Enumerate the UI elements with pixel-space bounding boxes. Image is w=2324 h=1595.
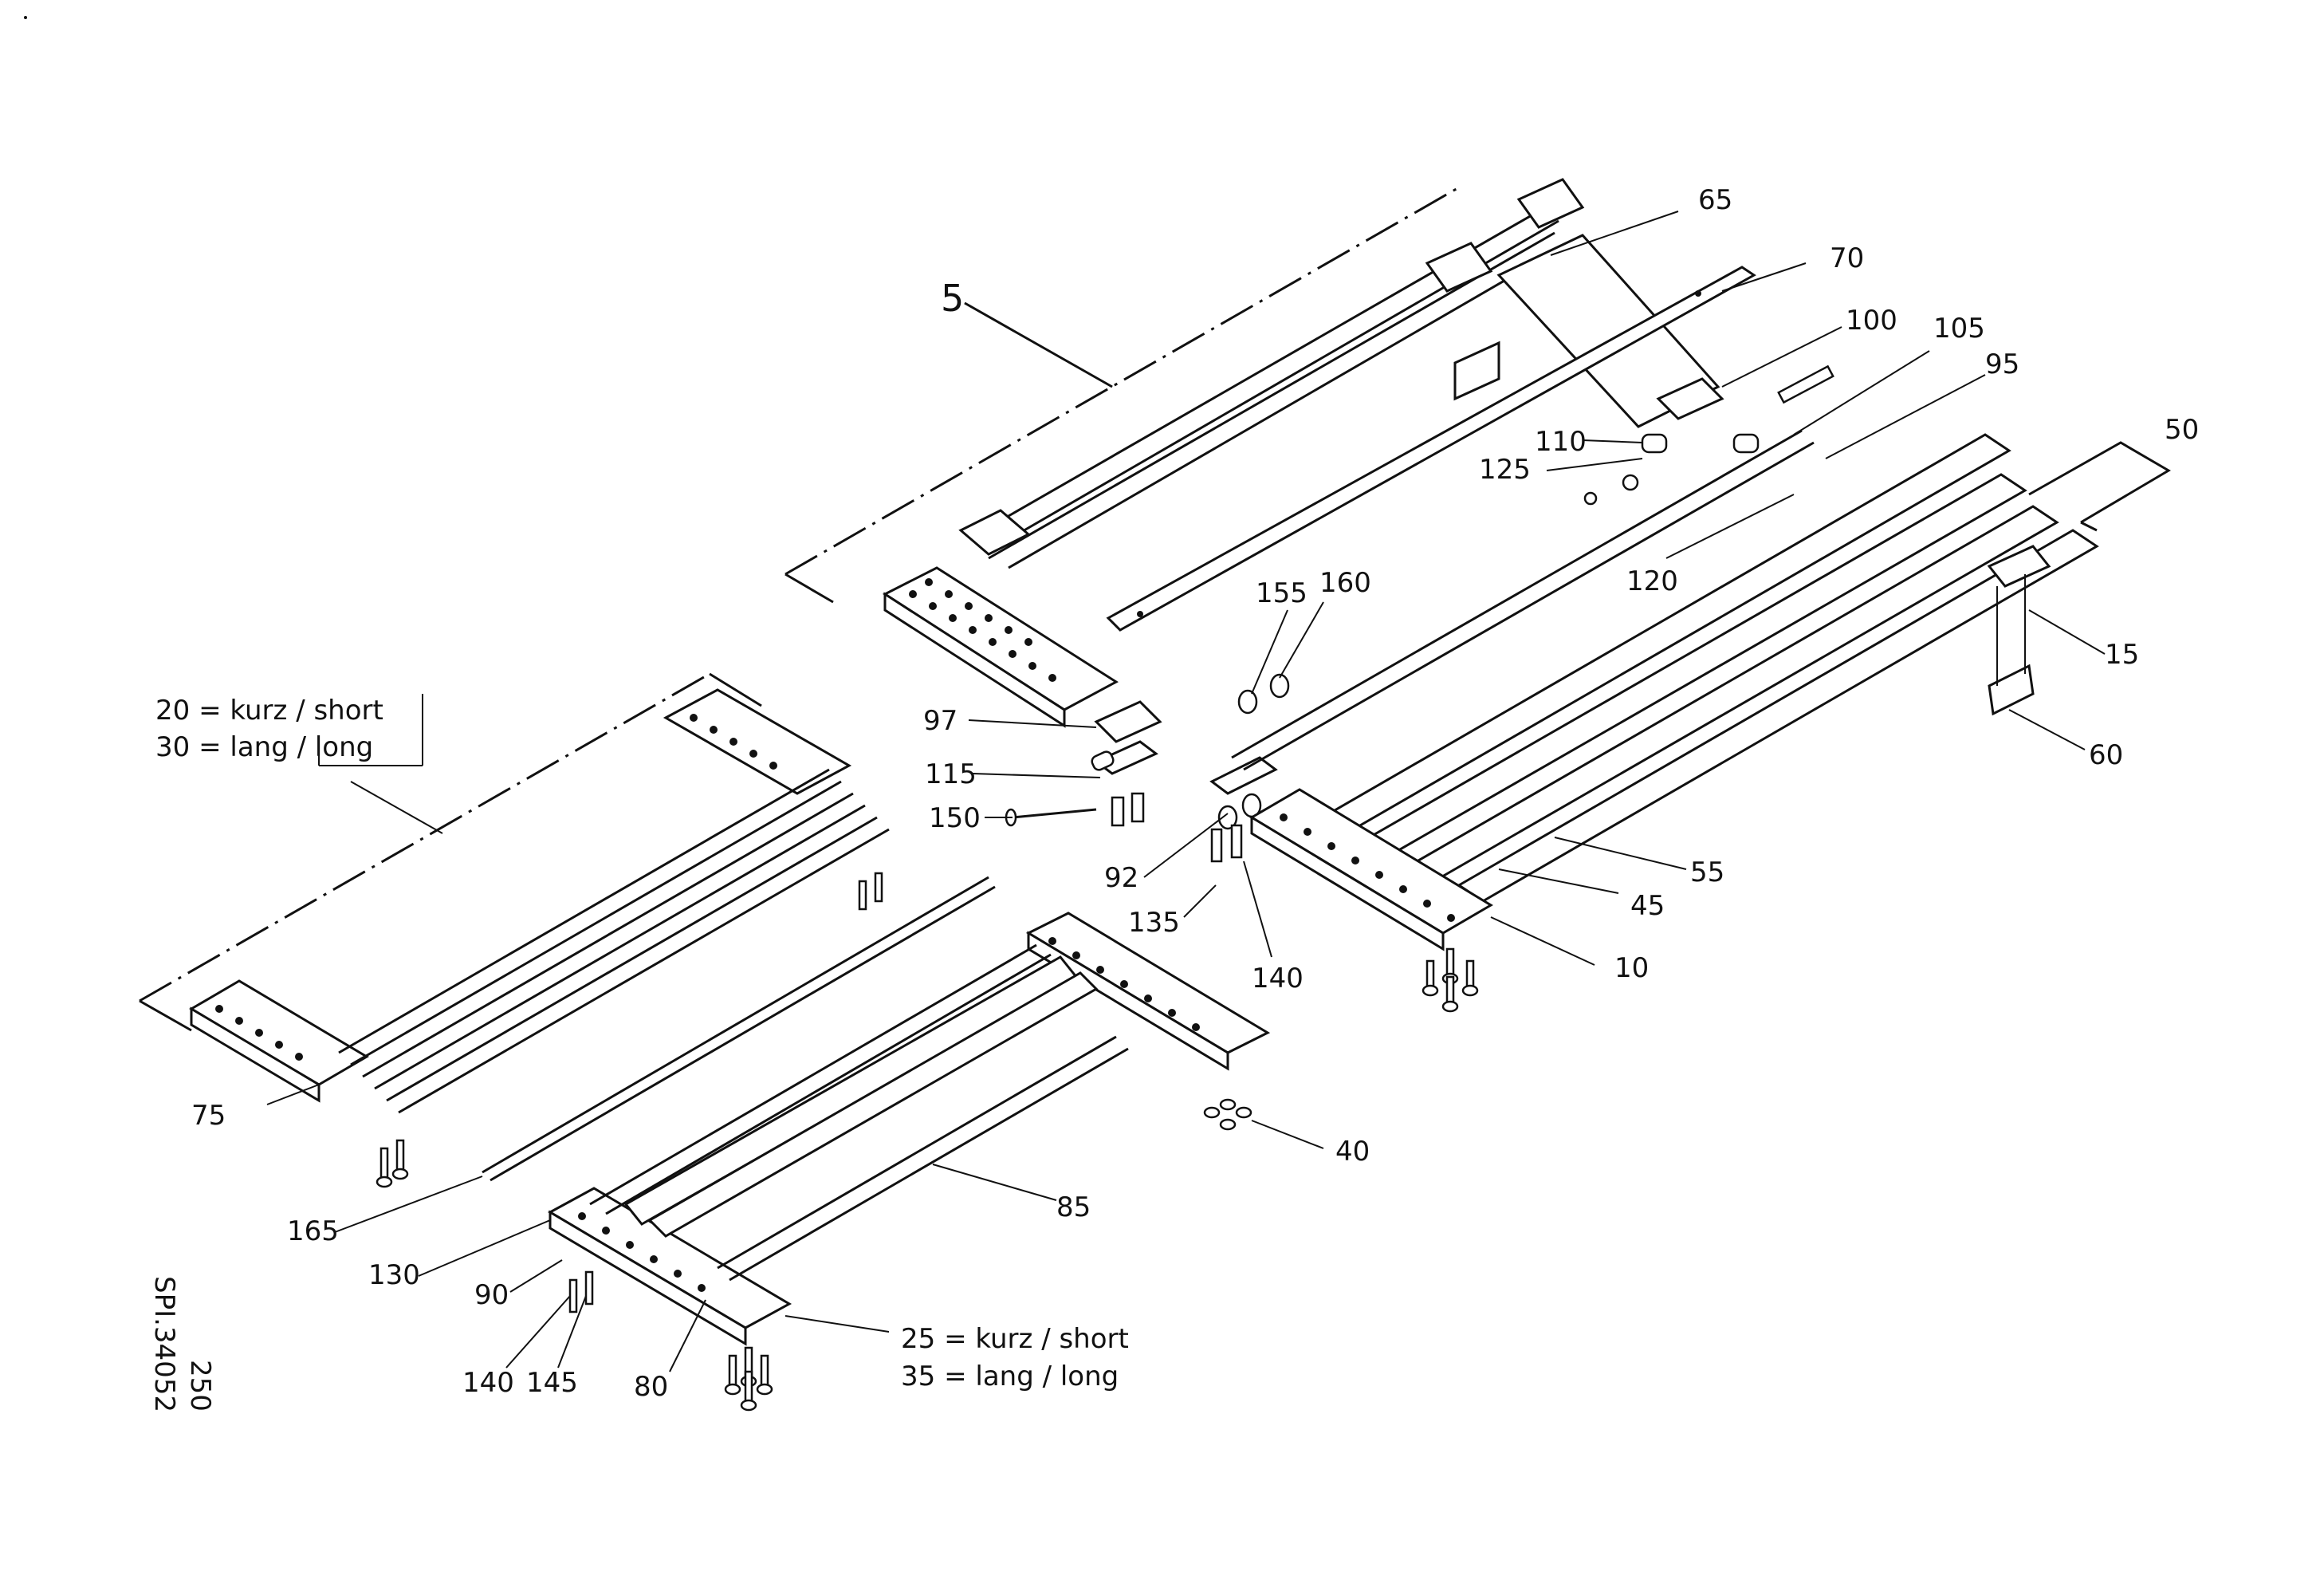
callout-140-left: 140 bbox=[462, 1367, 514, 1399]
legend-left: 20 = kurz / short 30 = lang / long bbox=[155, 695, 383, 763]
callout-160: 160 bbox=[1319, 567, 1371, 599]
callout-60: 60 bbox=[2089, 739, 2123, 771]
legend-bottom: 25 = kurz / short 35 = lang / long bbox=[901, 1323, 1129, 1392]
callout-165: 165 bbox=[287, 1215, 339, 1247]
upper-rail-assembly bbox=[882, 178, 1756, 728]
legend-bottom-line1: 25 = kurz / short bbox=[901, 1323, 1129, 1355]
callout-40: 40 bbox=[1335, 1136, 1370, 1168]
leader-lines bbox=[266, 211, 2106, 1372]
callout-92: 92 bbox=[1104, 862, 1138, 894]
hinge-hardware bbox=[1005, 364, 1834, 863]
callout-10: 10 bbox=[1614, 952, 1649, 984]
assembly-boundary-left bbox=[139, 672, 762, 1032]
callout-155: 155 bbox=[1256, 577, 1307, 609]
callout-150: 150 bbox=[929, 802, 981, 834]
callout-125: 125 bbox=[1479, 454, 1531, 486]
bottom-assembly bbox=[547, 912, 1271, 1412]
callout-70: 70 bbox=[1830, 242, 1864, 274]
plate-holes bbox=[909, 578, 1056, 682]
callout-labels: 5 65 70 100 105 95 50 110 125 120 155 16… bbox=[191, 184, 2199, 1403]
callout-145: 145 bbox=[526, 1367, 578, 1399]
callout-135: 135 bbox=[1128, 907, 1180, 939]
assembly-boundary-right bbox=[2028, 441, 2171, 532]
callout-140-right: 140 bbox=[1252, 963, 1304, 994]
callout-115: 115 bbox=[925, 758, 977, 790]
callout-85: 85 bbox=[1056, 1191, 1091, 1223]
callout-100: 100 bbox=[1846, 305, 1897, 337]
callout-97: 97 bbox=[923, 705, 958, 737]
sheet-number: 250 bbox=[184, 1360, 216, 1412]
right-assembly bbox=[1231, 429, 2099, 1013]
callout-90: 90 bbox=[474, 1279, 509, 1311]
callout-130: 130 bbox=[368, 1259, 420, 1291]
callout-5: 5 bbox=[941, 277, 964, 320]
left-assembly bbox=[189, 688, 996, 1188]
callout-45: 45 bbox=[1630, 890, 1665, 922]
callout-80: 80 bbox=[634, 1371, 668, 1403]
callout-65: 65 bbox=[1698, 184, 1732, 216]
callout-15: 15 bbox=[2105, 639, 2139, 671]
callout-120: 120 bbox=[1626, 565, 1678, 597]
callout-50: 50 bbox=[2165, 414, 2199, 446]
callout-110: 110 bbox=[1535, 426, 1587, 458]
callout-55: 55 bbox=[1690, 857, 1724, 888]
drawing-code: SPI.34052 bbox=[148, 1276, 180, 1412]
corner-mark bbox=[24, 16, 27, 19]
assembly-boundary-top bbox=[784, 186, 1460, 604]
legend-left-line2: 30 = lang / long bbox=[155, 731, 373, 763]
legend-bottom-line2: 35 = lang / long bbox=[901, 1361, 1119, 1392]
drawing-code-block: SPI.34052 250 bbox=[148, 1276, 216, 1412]
legend-left-line1: 20 = kurz / short bbox=[155, 695, 383, 727]
callout-105: 105 bbox=[1933, 313, 1985, 345]
callout-95: 95 bbox=[1985, 349, 2019, 380]
callout-75: 75 bbox=[191, 1100, 226, 1132]
